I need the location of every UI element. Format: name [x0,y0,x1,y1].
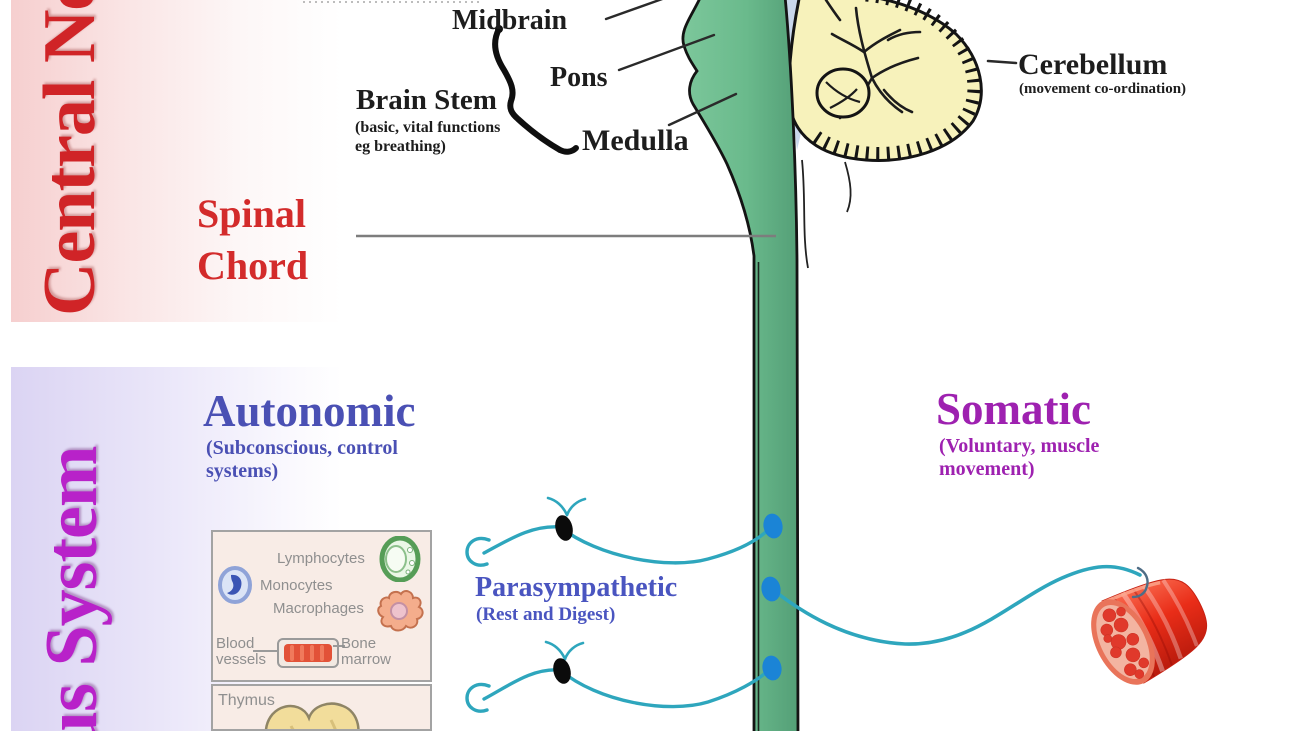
thymus-icon [264,702,360,729]
ganglion-icon [553,658,571,684]
neuromuscular-junction-icon [1131,566,1149,599]
cerebellum-label: Cerebellum [1018,48,1168,81]
muscle-fibers [1100,606,1149,679]
immune-cells-panel: Lymphocytes Monocytes Macrophages Blood … [211,530,432,682]
autonomic-subtitle: (Subconscious, control systems) [206,437,398,482]
lymphocytes-label: Lymphocytes [277,550,365,567]
nerve-ending-icon [465,682,491,713]
lymphocyte-icon [379,536,421,582]
cerebellum-lobe [815,67,871,119]
parasympathetic-nerve-upper [465,496,771,567]
spinal-cord-illustration [681,0,800,731]
cerebellum-folia-hatching [810,0,981,160]
bone-marrow-connector [333,645,345,647]
cerebellum-illustration [787,0,983,269]
spinal-chord-line2: Chord [197,243,309,288]
pons-label: Pons [550,62,608,93]
brain-stem-sub-line1: (basic, vital functions [355,119,501,136]
spinal-chord-line1: Spinal [197,191,306,236]
blood-vessel-connector [253,650,277,652]
midbrain-label: Midbrain [452,5,568,36]
somatic-title: Somatic [936,384,1091,434]
parasympathetic-nerve-lower [465,640,771,713]
macrophage-icon [377,590,424,632]
cerebellum-leader-line [986,59,1018,65]
bone-marrow-label-line1: Bone [341,635,377,652]
parasympathetic-subtitle: (Rest and Digest) [476,604,616,625]
monocytes-label: Monocytes [260,577,333,594]
brain-stem-brace [492,25,579,155]
muscle-icon [1091,578,1208,685]
medulla-leader-line [667,92,738,127]
blood-vessel-icon [277,638,339,668]
medulla-label: Medulla [582,124,689,157]
brain-stem-sub-line2: eg breathing) [355,138,446,155]
monocyte-icon [218,566,252,604]
pons-leader-line [617,33,716,72]
bone-marrow-label-line2: marrow [341,651,392,668]
cns-gradient-band [11,0,342,322]
somatic-nerve [770,564,1142,646]
macrophages-label: Macrophages [273,600,364,617]
thymus-panel: Thymus [211,684,432,731]
spinal-chord-label: Spinal Chord [197,188,308,292]
brain-stem-label: Brain Stem [356,84,497,116]
blood-vessels-label-line2: vessels [216,651,267,668]
parasympathetic-title: Parasympathetic [475,572,678,603]
nerve-root-dots [761,513,783,681]
thymus-label: Thymus [218,692,275,709]
somatic-subtitle: (Voluntary, muscle movement) [939,435,1100,480]
blood-vessels-label-line1: Blood [216,635,255,652]
nerve-ending-icon [465,536,491,567]
autonomic-title: Autonomic [203,386,416,436]
midbrain-leader-line [604,0,663,21]
cerebellum-sub-label: (movement co-ordination) [1019,81,1187,97]
ganglion-icon [555,515,573,541]
